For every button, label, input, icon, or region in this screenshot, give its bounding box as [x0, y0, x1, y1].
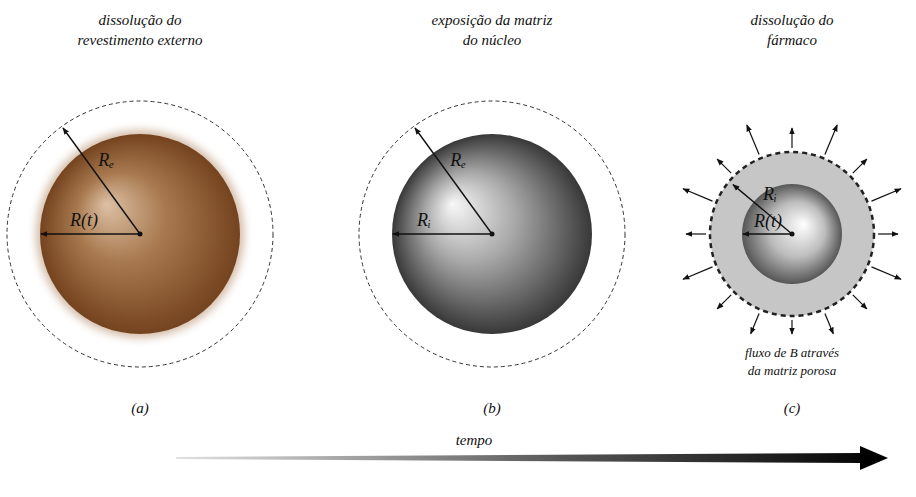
outer-radius-circle	[7, 101, 273, 367]
panel-c	[683, 125, 901, 334]
axis-label: tempo	[456, 430, 493, 450]
radius-arrow	[63, 128, 140, 234]
panel-heading: dissolução do revestimento externo	[70, 10, 210, 51]
center-dot	[490, 232, 495, 237]
panel-letter: (a)	[131, 398, 149, 418]
radius-label: Rᵢ	[417, 208, 431, 232]
drug-core	[742, 184, 842, 284]
center-dot	[138, 232, 143, 237]
radius-label: R(t)	[754, 209, 782, 233]
radius-arrow	[415, 128, 492, 234]
panel-heading: exposição da matriz do núcleo	[428, 10, 556, 51]
panel-b	[359, 101, 625, 367]
core-sphere	[392, 134, 592, 334]
panel-a	[7, 101, 273, 367]
porous-matrix	[710, 152, 874, 316]
radius-label: Rₑ	[98, 148, 114, 172]
coated-sphere	[40, 134, 240, 334]
radius-label: Rₑ	[450, 148, 466, 172]
radius-label: R(t)	[70, 208, 98, 232]
panel-heading: dissolução do fármaco	[740, 10, 845, 51]
outer-radius-circle	[359, 101, 625, 367]
radius-arrow	[393, 233, 492, 234]
radius-arrow	[743, 233, 792, 234]
radius-arrow	[733, 185, 792, 234]
radius-label: Rᵢ	[763, 182, 777, 206]
coating-halo	[36, 130, 244, 338]
radius-arrow	[41, 233, 140, 234]
panel-letter: (b)	[483, 398, 501, 418]
flux-note: fluxo de B através da matriz porosa	[737, 344, 847, 379]
time-arrow	[176, 446, 888, 470]
flux-arrows	[683, 125, 901, 334]
center-dot	[790, 232, 795, 237]
panel-letter: (c)	[784, 398, 801, 418]
